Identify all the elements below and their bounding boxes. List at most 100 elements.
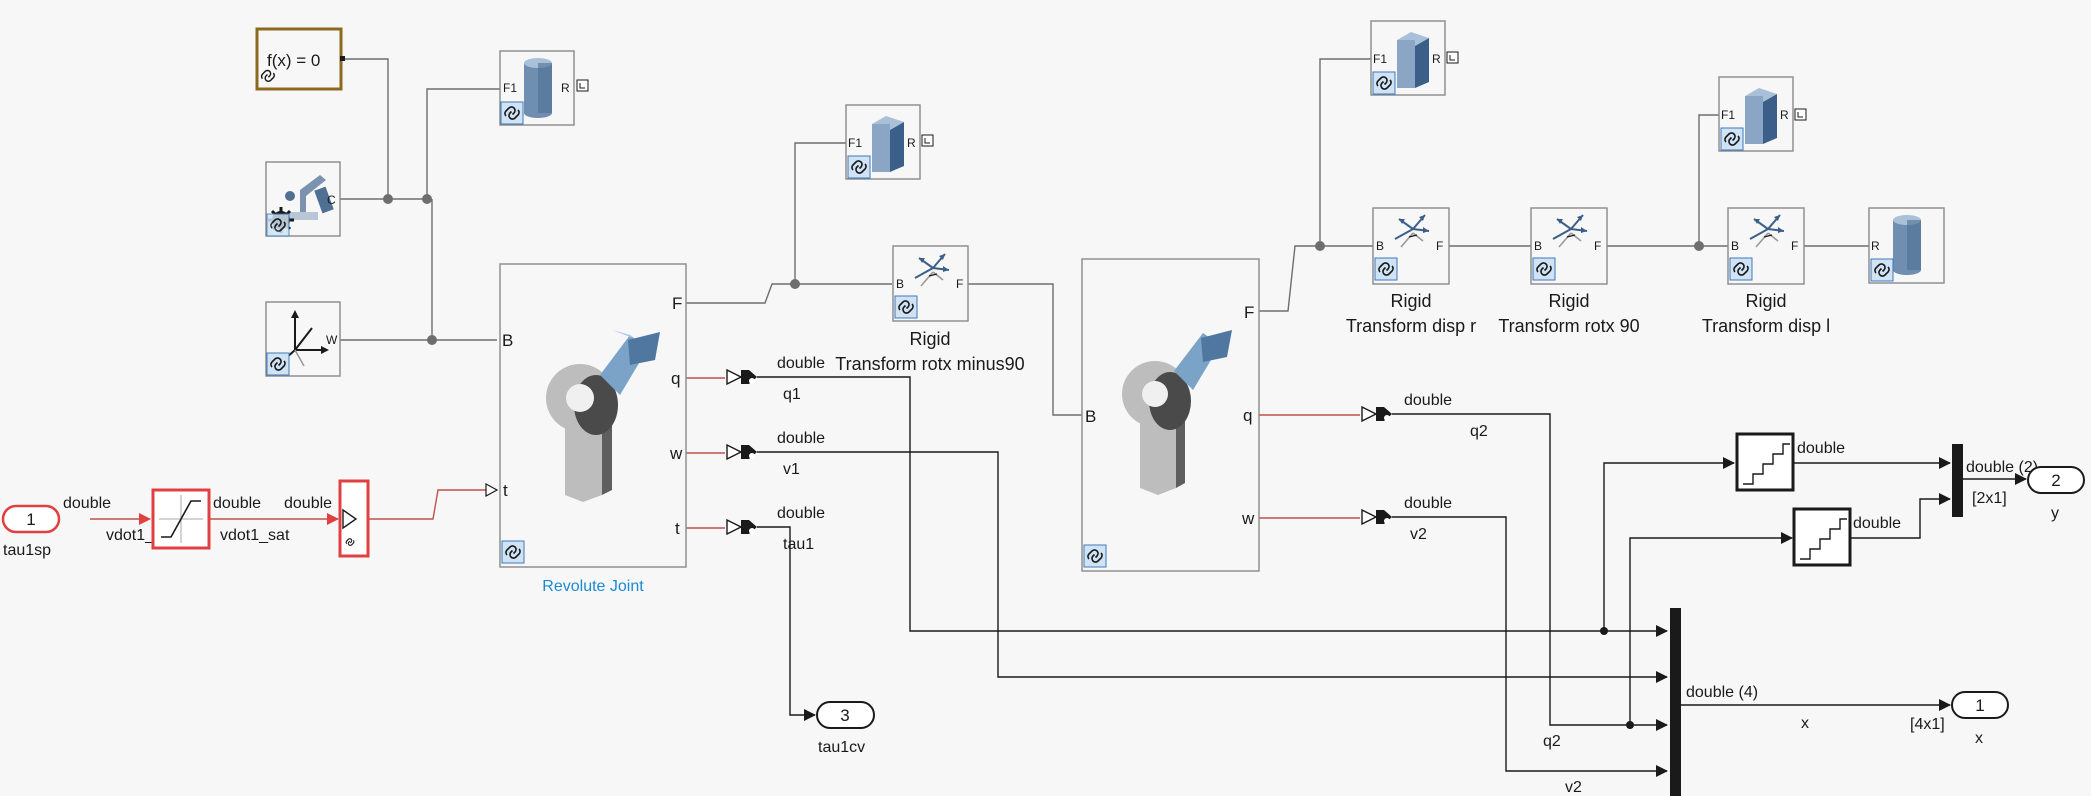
ps-simulink-converter-v2[interactable] bbox=[1361, 508, 1392, 526]
signal-labels: double vdot1_cmd double vdot1_sat double… bbox=[63, 355, 2038, 796]
port-label-f: F bbox=[1436, 239, 1443, 253]
cylinder-icon bbox=[524, 58, 552, 118]
signal-type-label: double bbox=[1797, 440, 1845, 457]
signal-type-label: double bbox=[777, 430, 825, 447]
staircase-icon bbox=[1800, 518, 1847, 560]
port-label-r: R bbox=[1871, 239, 1880, 253]
saturation-block[interactable] bbox=[151, 488, 211, 550]
port-label-b: B bbox=[896, 277, 904, 291]
physical-connections bbox=[340, 58, 1870, 416]
port-label-b: B bbox=[1376, 239, 1384, 253]
signal-type-label: double bbox=[213, 495, 261, 512]
revolute-joint-block[interactable]: B F q w t t Revolute Joint bbox=[499, 263, 687, 595]
solid-cylinder-block[interactable]: F1 R bbox=[499, 50, 589, 126]
port-label-w: w bbox=[669, 444, 683, 463]
signal-name-x: x bbox=[1801, 715, 1809, 732]
block-name-line2: Transform rotx minus90 bbox=[835, 354, 1024, 374]
port-label-r: R bbox=[1432, 52, 1441, 66]
saturation-curve-icon bbox=[161, 500, 201, 538]
port-label-r: R bbox=[1780, 108, 1789, 122]
signal-name-q1: q1 bbox=[783, 386, 801, 403]
solver-configuration-block[interactable]: f(x) = 0 bbox=[255, 27, 345, 91]
revolute-joint-block-2[interactable]: B F q w bbox=[1081, 258, 1260, 572]
port-label-f: F bbox=[956, 277, 963, 291]
revolute-joint-icon bbox=[1122, 330, 1232, 495]
port-label-t-input: t bbox=[503, 481, 508, 500]
block-name-line1: Rigid bbox=[909, 329, 950, 349]
ps-simulink-converter-q2[interactable] bbox=[1361, 405, 1392, 423]
rigid-transform-block-disp-r[interactable]: B F Rigid Transform disp r bbox=[1346, 207, 1476, 336]
outport-tau1cv[interactable]: 3 tau1cv bbox=[816, 701, 875, 756]
port-label-b: B bbox=[502, 331, 513, 350]
ps-simulink-converter-v1[interactable] bbox=[726, 443, 757, 461]
ps-simulink-converter-tau1[interactable] bbox=[726, 518, 757, 536]
port-label-c: C bbox=[327, 193, 336, 207]
revolute-joint-icon bbox=[546, 330, 660, 502]
signal-name-v1: v1 bbox=[783, 461, 800, 478]
port-label-r: R bbox=[907, 136, 916, 150]
signal-name-v2: v2 bbox=[1410, 526, 1427, 543]
port-label-b: B bbox=[1534, 239, 1542, 253]
outport-number: 3 bbox=[840, 706, 849, 725]
outport-name: x bbox=[1975, 730, 1983, 747]
signal-type-label: double bbox=[284, 495, 332, 512]
block-name-line2: Transform rotx 90 bbox=[1498, 316, 1639, 336]
signal-type-label: double bbox=[1404, 392, 1452, 409]
block-name-line2: Transform disp r bbox=[1346, 316, 1476, 336]
cylinder-icon bbox=[1893, 215, 1921, 275]
block-name-line1: Rigid bbox=[1548, 291, 1589, 311]
port-label-f1: F1 bbox=[1373, 52, 1387, 66]
signal-connections bbox=[90, 376, 2027, 777]
box-icon bbox=[1745, 88, 1777, 144]
solver-equation-label: f(x) = 0 bbox=[267, 51, 320, 70]
signal-dim-2x1: [2x1] bbox=[1972, 490, 2007, 507]
library-link-icon bbox=[260, 69, 275, 83]
mechanism-configuration-block[interactable]: C bbox=[265, 161, 341, 237]
block-name-line2: Transform disp l bbox=[1702, 316, 1830, 336]
solid-cylinder-block-end[interactable]: R bbox=[1868, 207, 1945, 284]
port-label-f1: F1 bbox=[1721, 108, 1735, 122]
ps-simulink-converter-q1[interactable] bbox=[726, 368, 757, 386]
signal-type-double-4: double (4) bbox=[1686, 684, 1758, 701]
outport-x[interactable]: 1 x bbox=[1951, 691, 2009, 747]
quantizer-block-2[interactable] bbox=[1792, 507, 1852, 567]
outport-y[interactable]: 2 y bbox=[2027, 466, 2085, 522]
signal-name-vdot1-sat: vdot1_sat bbox=[220, 527, 290, 544]
port-label-f1: F1 bbox=[848, 136, 862, 150]
port-label-q: q bbox=[671, 369, 680, 388]
inport-number: 1 bbox=[26, 510, 35, 529]
mux-block-2[interactable] bbox=[1952, 444, 1963, 517]
port-label-f: F bbox=[1244, 303, 1254, 322]
simulink-ps-converter-block[interactable] bbox=[338, 479, 370, 558]
rigid-transform-block-rotx-minus90[interactable]: B F Rigid Transform rotx minus90 bbox=[835, 245, 1025, 374]
port-label-w: W bbox=[326, 333, 338, 347]
signal-type-label: double bbox=[1853, 515, 1901, 532]
library-link-icon bbox=[345, 538, 355, 546]
rigid-transform-block-rotx-90[interactable]: B F Rigid Transform rotx 90 bbox=[1498, 207, 1640, 336]
port-label-q: q bbox=[1243, 406, 1252, 425]
signal-type-label: double bbox=[63, 495, 111, 512]
outport-name: tau1cv bbox=[818, 739, 865, 756]
world-frame-block[interactable]: W bbox=[265, 301, 341, 377]
port-label-f1: F1 bbox=[503, 81, 517, 95]
block-name-revolute-joint: Revolute Joint bbox=[542, 578, 644, 595]
signal-name-tau1: tau1 bbox=[783, 536, 814, 553]
robot-arm-icon bbox=[285, 175, 334, 220]
mux-block-4[interactable] bbox=[1670, 608, 1681, 796]
port-label-b: B bbox=[1731, 239, 1739, 253]
signal-type-label: double bbox=[777, 505, 825, 522]
rigid-transform-block-disp-l[interactable]: B F Rigid Transform disp l bbox=[1702, 207, 1830, 336]
signal-name-v2: v2 bbox=[1565, 779, 1582, 796]
block-name-line1: Rigid bbox=[1745, 291, 1786, 311]
box-icon bbox=[872, 116, 904, 172]
quantizer-block-1[interactable] bbox=[1735, 432, 1795, 492]
port-label-f: F bbox=[1791, 239, 1798, 253]
solid-box-block-2[interactable]: F1 R bbox=[1370, 20, 1459, 96]
solid-box-block-3[interactable]: F1 R bbox=[1718, 76, 1807, 152]
signal-type-double-2: double (2) bbox=[1966, 459, 2038, 476]
box-icon bbox=[1397, 32, 1429, 88]
solid-box-block-1[interactable]: F1 R bbox=[845, 104, 934, 180]
inport-tau1sp[interactable]: 1 tau1sp bbox=[1, 504, 61, 559]
outport-name: y bbox=[2051, 505, 2059, 522]
